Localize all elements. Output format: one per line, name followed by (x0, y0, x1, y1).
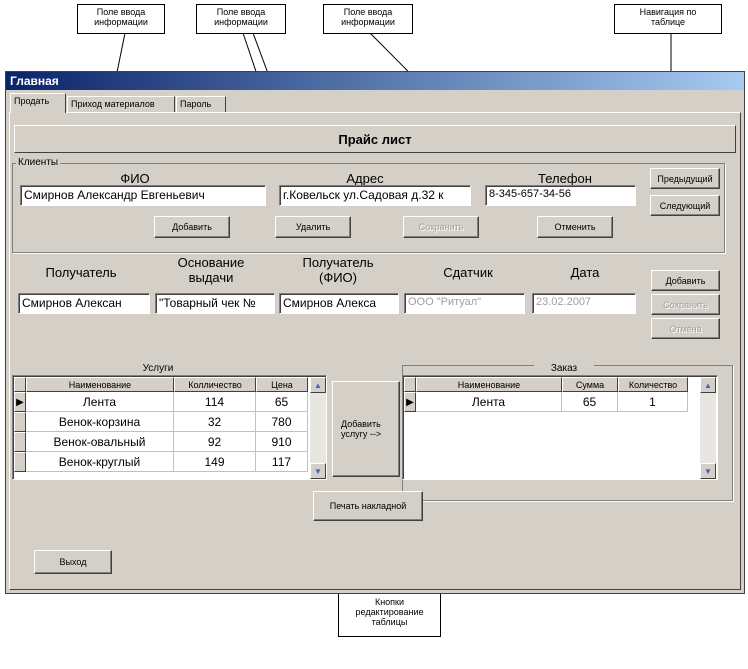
grid-cell[interactable]: 32 (174, 412, 256, 432)
fio-input[interactable]: Смирнов Александр Евгеньевич (20, 185, 266, 206)
callout-input-field-3: Поле ввода информации (323, 4, 413, 34)
services-scrollbar[interactable] (310, 377, 326, 479)
grid-header-indicator (404, 377, 416, 392)
print-invoice-button[interactable]: Печать накладной (313, 491, 423, 521)
deliverer-input[interactable]: ООО "Ритуал" (404, 293, 525, 314)
recipient-fio-label: Получатель (ФИО) (302, 255, 374, 285)
grid-cell[interactable]: 149 (174, 452, 256, 472)
grid-cell[interactable]: Венок-корзина (26, 412, 174, 432)
delivery-save-button[interactable]: Сохранить (651, 294, 720, 315)
clients-group-label: Клиенты (16, 157, 61, 168)
grid-column-header[interactable]: Наименование (26, 377, 174, 392)
grid-header-indicator (14, 377, 26, 392)
grid-column-header[interactable]: Количество (618, 377, 688, 392)
order-scroll-up-icon[interactable]: ▲ (700, 377, 716, 393)
current-row-icon[interactable]: ▶ (404, 392, 416, 412)
next-button[interactable]: Следующий (650, 195, 720, 216)
window-titlebar: Главная (6, 72, 744, 90)
grid-cell[interactable]: Лента (416, 392, 562, 412)
tab-materials-label: Приход материалов (71, 99, 155, 109)
price-list-label: Прайс лист (338, 131, 412, 147)
grid-cell[interactable]: 780 (256, 412, 308, 432)
date-input[interactable]: 23.02.2007 (532, 293, 636, 314)
grid-cell[interactable]: 65 (562, 392, 618, 412)
callout-input-field-1: Поле ввода информации (77, 4, 165, 34)
order-scroll-down-icon[interactable]: ▼ (700, 463, 716, 479)
basis-input[interactable]: "Товарный чек № (155, 293, 275, 314)
recipient-fio-input[interactable]: Смирнов Алекса (279, 293, 399, 314)
main-window: Главная Продать Приход материалов Пароль… (5, 71, 745, 594)
grid-cell[interactable]: 92 (174, 432, 256, 452)
tab-page: Прайс лист Клиенты ФИО Адрес Телефон Сми… (9, 112, 741, 590)
client-delete-button[interactable]: Удалить (275, 216, 351, 238)
address-label: Адрес (346, 171, 384, 186)
address-input[interactable]: г.Ковельск ул.Садовая д.32 к (279, 185, 471, 206)
grid-cell[interactable]: 1 (618, 392, 688, 412)
prev-button[interactable]: Предыдущий (650, 168, 720, 189)
delivery-cancel-button[interactable]: Отмена (651, 318, 720, 339)
row-indicator[interactable] (14, 452, 26, 472)
tab-materials-income[interactable]: Приход материалов (67, 96, 175, 113)
recipient-label: Получатель (45, 265, 117, 280)
delivery-add-button[interactable]: Добавить (651, 270, 720, 291)
callout-input-field-2: Поле ввода информации (196, 4, 286, 34)
window-title: Главная (10, 74, 59, 88)
current-row-icon[interactable]: ▶ (14, 392, 26, 412)
grid-cell[interactable]: 910 (256, 432, 308, 452)
grid-column-header[interactable]: Наименование (416, 377, 562, 392)
client-save-button[interactable]: Сохранить (403, 216, 479, 238)
deliverer-label: Сдатчик (443, 265, 493, 280)
client-cancel-button[interactable]: Отменить (537, 216, 613, 238)
price-list-header: Прайс лист (14, 125, 736, 153)
row-indicator[interactable] (14, 412, 26, 432)
grid-cell[interactable]: Лента (26, 392, 174, 412)
clients-group (12, 163, 725, 253)
order-scrollbar[interactable] (700, 377, 716, 479)
order-title: Заказ (534, 363, 594, 374)
services-scroll-down-icon[interactable]: ▼ (310, 463, 326, 479)
tab-password[interactable]: Пароль (176, 96, 226, 113)
row-indicator[interactable] (14, 432, 26, 452)
callout-table-navigation: Навигация по таблице (614, 4, 722, 34)
grid-cell[interactable]: 117 (256, 452, 308, 472)
tab-sell-label: Продать (14, 96, 50, 106)
exit-button[interactable]: Выход (34, 550, 112, 574)
tab-password-label: Пароль (180, 99, 212, 109)
phone-label: Телефон (538, 171, 592, 186)
recipient-input[interactable]: Смирнов Алексан (18, 293, 150, 314)
grid-cell[interactable]: 65 (256, 392, 308, 412)
services-title: Услуги (142, 363, 174, 374)
grid-cell[interactable]: 114 (174, 392, 256, 412)
grid-column-header[interactable]: Колличество (174, 377, 256, 392)
grid-cell[interactable]: Венок-овальный (26, 432, 174, 452)
callout-edit-buttons: Кнопки редактирование таблицы (338, 592, 441, 637)
date-label: Дата (570, 265, 600, 280)
grid-column-header[interactable]: Цена (256, 377, 308, 392)
basis-label: Основание выдачи (177, 255, 245, 285)
grid-column-header[interactable]: Сумма (562, 377, 618, 392)
grid-cell[interactable]: Венок-круглый (26, 452, 174, 472)
fio-label: ФИО (120, 171, 150, 186)
phone-input[interactable]: 8-345-657-34-56 (485, 185, 636, 206)
services-scroll-up-icon[interactable]: ▲ (310, 377, 326, 393)
tab-sell[interactable]: Продать (10, 93, 66, 113)
client-add-button[interactable]: Добавить (154, 216, 230, 238)
add-service-button[interactable]: Добавить услугу --> (332, 381, 400, 477)
